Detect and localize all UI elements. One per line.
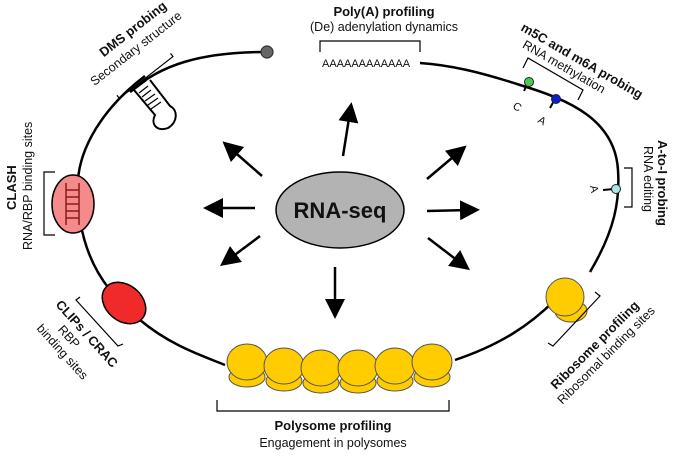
arrow-down-left <box>220 235 261 266</box>
atoi-dot <box>611 184 621 194</box>
atoi-bracket <box>624 167 633 208</box>
ribosome-bracket <box>547 291 601 347</box>
polya-sequence: AAAAAAAAAAAA <box>322 58 411 70</box>
arrow-up <box>338 102 359 157</box>
m6a-dot <box>551 94 561 104</box>
m5c-dot <box>524 77 534 87</box>
m5c-bracket <box>522 57 584 101</box>
clash-subtitle: RNA/RBP binding sites <box>21 122 35 250</box>
clash-bracket <box>43 171 55 236</box>
m6a-base-a: A <box>536 114 549 128</box>
clips-rbp-icon <box>101 281 147 325</box>
polysome-bracket <box>216 400 450 412</box>
cap-icon <box>260 45 274 59</box>
arrow-up-right <box>426 145 467 180</box>
polysome-subtitle: Engagement in polysomes <box>259 436 406 450</box>
clash-title: CLASH <box>4 165 19 210</box>
hairpin-icon <box>129 79 177 131</box>
ribosome-icon <box>545 277 588 323</box>
arrow-right <box>426 200 480 221</box>
arrow-down-right <box>427 237 470 271</box>
atoi-title: A-to-I probing <box>655 140 670 226</box>
atoi-subtitle: RNA editing <box>641 146 655 212</box>
rna-seq-node <box>275 171 405 249</box>
polya-subtitle: (De) adenylation dynamics <box>310 20 458 34</box>
clash-ladder-icon <box>65 183 80 225</box>
polysome-title: Polysome profiling <box>274 418 391 433</box>
atoi-base: A <box>587 184 600 194</box>
polya-bracket <box>319 40 421 52</box>
polya-title: Poly(A) profiling <box>333 4 434 19</box>
m5c-base-c: C <box>511 100 524 114</box>
rna-seq-label: RNA-seq <box>294 198 387 223</box>
arrow-up-left <box>222 141 263 177</box>
polysome-icon <box>226 343 453 394</box>
clips-bracket <box>75 296 124 347</box>
